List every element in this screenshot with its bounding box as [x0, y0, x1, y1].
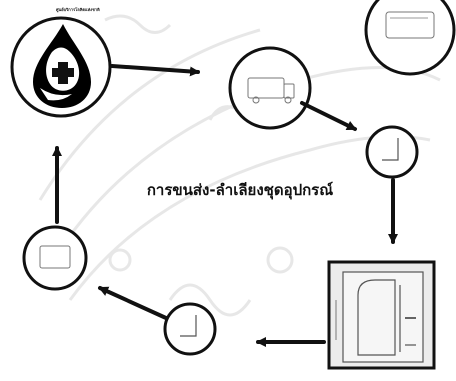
blood-bag-circle-right [367, 127, 417, 177]
truck-circle [230, 48, 310, 128]
logo-caption: ศูนย์บริการโลหิตแห่งชาติ [56, 6, 116, 13]
blood-drop-logo [12, 18, 110, 116]
diagram-title: การขนส่ง-ลำเลียงชุดอุปกรณ์ [110, 178, 370, 202]
refrigerator-cabinet [329, 262, 434, 368]
arrow-truck-to-bag [302, 103, 355, 129]
cooler-box-circle-left [24, 227, 86, 289]
arrow-logo-to-truck [112, 66, 198, 72]
cooler-box-circle-top [366, 0, 454, 74]
arrow-bag-to-box [100, 288, 166, 318]
blood-bag-circle-bottom [165, 304, 215, 354]
